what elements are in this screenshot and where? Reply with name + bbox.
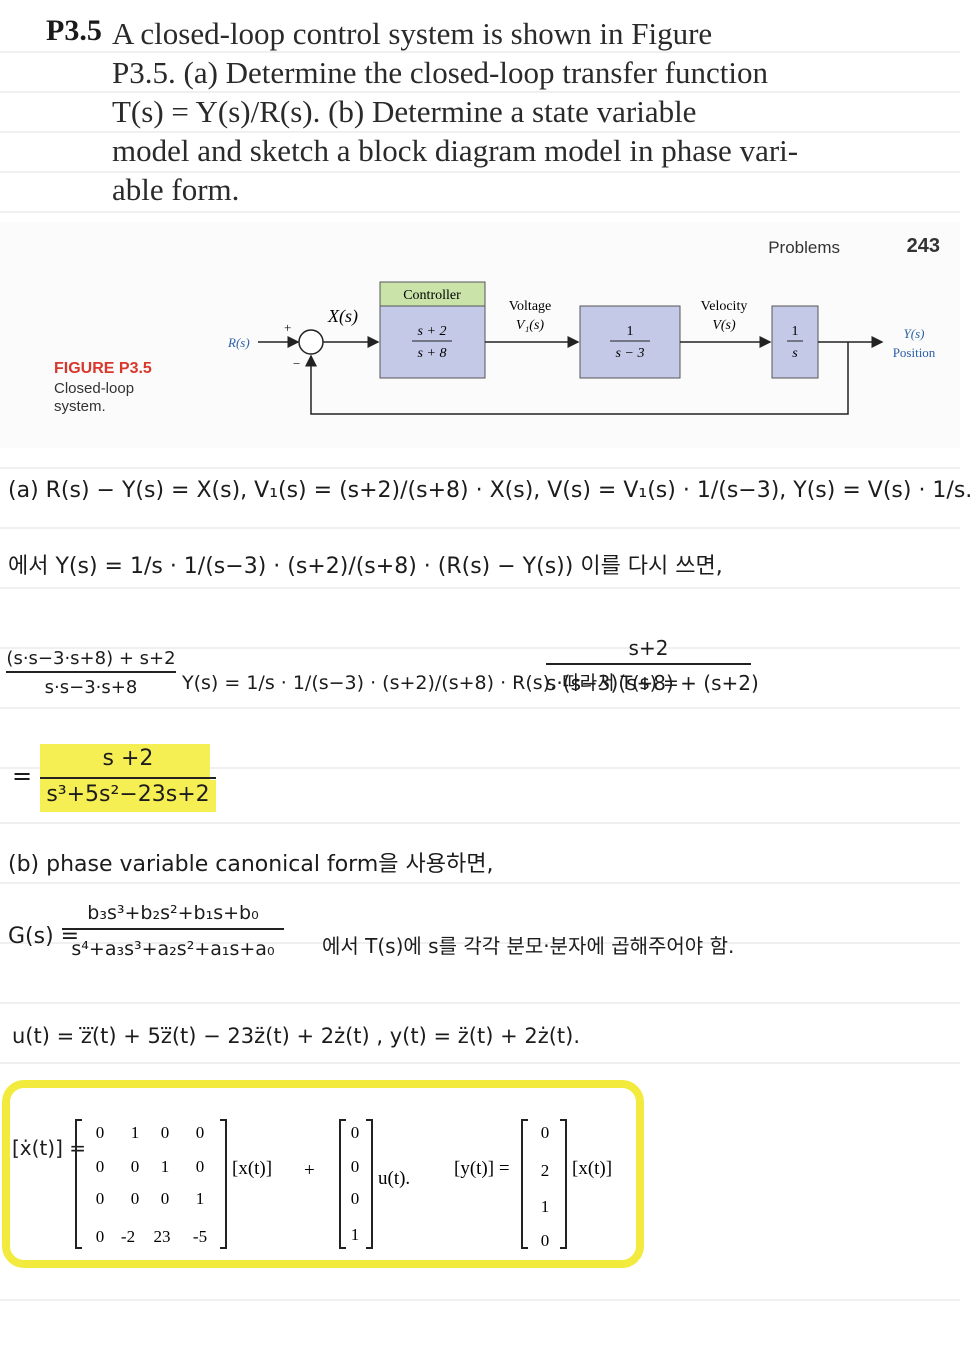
tf-numerator: s+2 xyxy=(546,636,751,665)
controller-title: Controller xyxy=(403,288,461,303)
matrix-a-cell: 1 xyxy=(131,1123,140,1142)
note-a-line1: (a) R(s) − Y(s) = X(s), V₁(s) = (s+2)/(s… xyxy=(8,478,972,503)
motor-block xyxy=(579,305,681,379)
output-signal: Y(s) xyxy=(904,326,925,341)
integrator-denominator: s xyxy=(792,346,798,361)
state-vector-output: [x(t)] xyxy=(572,1158,612,1179)
matrix-a-cell: 0 xyxy=(96,1227,105,1246)
state-space-matrices: 0 1 0 0 0 0 1 0 0 0 0 1 0 -2 23 -5 0 0 0… xyxy=(75,1119,612,1250)
matrix-a-cell: 0 xyxy=(196,1123,205,1142)
matrix-c-cell: 0 xyxy=(541,1231,550,1250)
problem-line: able form. xyxy=(112,172,240,207)
feedback-path xyxy=(305,342,849,415)
matrix-c-cell: 2 xyxy=(541,1161,550,1180)
matrix-a-cell: 0 xyxy=(196,1157,205,1176)
result-highlight: s +2 s³+5s²−23s+2 xyxy=(40,744,216,814)
note-b-comment: 에서 T(s)에 s를 각각 분모·분자에 곱해주어야 함. xyxy=(322,934,735,958)
velocity-signal: V(s) xyxy=(712,318,736,333)
fraction-numerator: (s·s−3·s+8) + s+2 xyxy=(6,648,176,673)
g-fraction: b₃s³+b₂s²+b₁s+b₀ s⁴+a₃s³+a₂s²+a₁s+a₀ xyxy=(62,902,284,960)
matrix-a-cell: 0 xyxy=(131,1157,140,1176)
matrix-c-cell: 1 xyxy=(541,1197,550,1216)
note-a-fraction: (s·s−3·s+8) + s+2 s·s−3·s+8 xyxy=(6,648,176,698)
voltage-label: Voltage xyxy=(509,299,552,314)
matrix-a-cell: -5 xyxy=(193,1227,207,1246)
matrix-a-cell: 0 xyxy=(131,1189,140,1208)
g-denominator: s⁴+a₃s³+a₂s²+a₁s+a₀ xyxy=(71,938,275,960)
plus-operator: + xyxy=(304,1160,315,1181)
note-a-line2: 에서 Y(s) = 1/s · 1/(s−3) · (s+2)/(s+8) · … xyxy=(8,554,723,579)
matrix-a-cell: 0 xyxy=(161,1189,170,1208)
integrator-block xyxy=(771,305,819,379)
figure-label: FIGURE P3.5 xyxy=(54,360,152,377)
page-number: 243 xyxy=(906,235,940,257)
motor-denominator: s − 3 xyxy=(616,346,645,361)
g-numerator: b₃s³+b₂s²+b₁s+b₀ xyxy=(62,902,284,930)
result-numerator: s +2 xyxy=(102,746,154,771)
page-header-section: Problems xyxy=(768,238,840,257)
voltage-signal: V₁(s) xyxy=(516,318,545,333)
matrix-lhs: [ẋ(t)] = xyxy=(12,1136,87,1160)
matrix-a-cell: 23 xyxy=(154,1227,171,1246)
velocity-label: Velocity xyxy=(701,299,748,314)
motor-numerator: 1 xyxy=(627,324,634,339)
problem-line: A closed-loop control system is shown in… xyxy=(112,16,713,51)
problem-statement: A closed-loop control system is shown in… xyxy=(112,14,882,209)
controller-numerator: s + 2 xyxy=(418,324,447,339)
matrix-b-cell: 0 xyxy=(351,1123,360,1142)
state-space-box xyxy=(2,1080,644,1268)
problem-line: T(s) = Y(s)/R(s). (b) Determine a state … xyxy=(112,94,697,129)
matrix-a-cell: 1 xyxy=(196,1189,205,1208)
error-note: X(s) xyxy=(327,306,358,327)
transfer-function-fraction: s+2 s·(s−3)(s+8) + (s+2) xyxy=(546,636,759,695)
note-b-line1: (b) phase variable canonical form을 사용하면, xyxy=(8,852,494,877)
problem-line: model and sketch a block diagram model i… xyxy=(112,133,799,168)
summing-junction xyxy=(298,329,324,355)
matrix-c-cell: 0 xyxy=(541,1123,550,1142)
controller-denominator: s + 8 xyxy=(418,346,447,361)
input-term: u(t). xyxy=(378,1168,410,1189)
matrix-b-cell: 0 xyxy=(351,1157,360,1176)
matrix-a-cell: 1 xyxy=(161,1157,170,1176)
matrix-b-cell: 1 xyxy=(351,1225,360,1244)
problem-number: P3.5 xyxy=(46,14,102,47)
matrix-a-cell: 0 xyxy=(96,1123,105,1142)
plus-sign: + xyxy=(284,320,291,335)
controller-block xyxy=(379,305,486,379)
matrix-a-cell: 0 xyxy=(161,1123,170,1142)
note-b-differential-equation: u(t) = z⃜(t) + 5z⃛(t) − 23z̈(t) + 2ż(t) … xyxy=(12,1024,581,1048)
matrix-a-cell: 0 xyxy=(96,1189,105,1208)
matrix-a-cell: 0 xyxy=(96,1157,105,1176)
tf-denominator: s·(s−3)(s+8) + (s+2) xyxy=(546,671,759,695)
state-vector: [x(t)] xyxy=(232,1158,272,1179)
integrator-numerator: 1 xyxy=(792,324,799,339)
note-a-line3: Y(s) = 1/s · 1/(s−3) · (s+2)/(s+8) · R(s… xyxy=(182,672,679,694)
matrix-a-cell: -2 xyxy=(121,1227,135,1246)
matrix-b-cell: 0 xyxy=(351,1189,360,1208)
input-label: R(s) xyxy=(227,335,250,350)
block-diagram: R(s) + − X(s) Controller s + 2 s + 8 Vol… xyxy=(227,281,936,415)
result-denominator: s³+5s²−23s+2 xyxy=(46,782,210,807)
equals-sign: = xyxy=(12,762,33,790)
figure-caption: Closed-loop system. xyxy=(54,380,135,415)
output-label: Position xyxy=(893,345,936,360)
output-lhs: [y(t)] = xyxy=(454,1158,510,1179)
minus-sign: − xyxy=(293,356,300,371)
fraction-denominator: s·s−3·s+8 xyxy=(44,677,138,698)
problem-line: P3.5. (a) Determine the closed-loop tran… xyxy=(112,55,768,90)
